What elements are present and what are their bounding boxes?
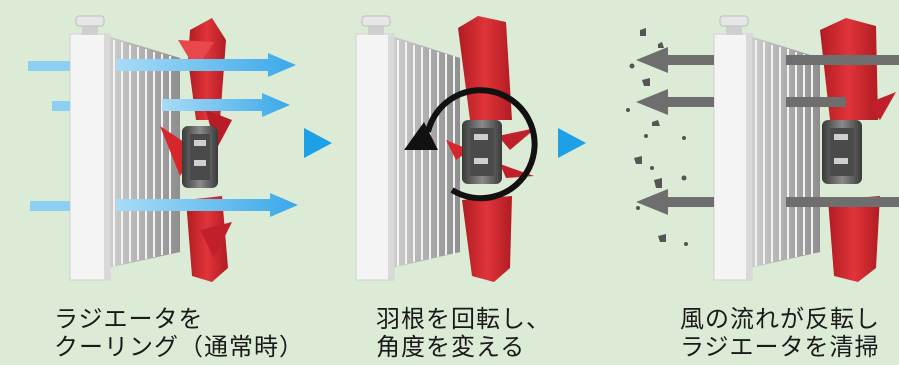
caption-line: ラジエータを清掃 (680, 333, 880, 361)
caption-line: 風の流れが反転し (680, 305, 880, 333)
dust-particles-icon (626, 28, 688, 246)
caption-line: ラジエータを (54, 305, 204, 333)
radiator-icon (713, 15, 820, 281)
rotation-arrow (404, 87, 538, 202)
caption-panel-1: ラジエータを クーリング（通常時） (54, 305, 304, 361)
caption-line: クーリング（通常時） (54, 333, 304, 361)
panel-1-normal-cooling (28, 15, 298, 282)
airflow-arrow (116, 53, 298, 217)
panel-2-rotate-blades (355, 15, 538, 282)
fan-icon (820, 18, 896, 282)
radiator-icon (69, 15, 180, 281)
caption-line: 角度を変える (376, 333, 526, 361)
caption-panel-3: 風の流れが反転し ラジエータを清掃 (680, 305, 880, 361)
caption-panel-2: 羽根を回転し、 角度を変える (376, 305, 551, 361)
airflow-arrow (28, 61, 70, 211)
caption-line: 羽根を回転し、 (376, 305, 551, 333)
panel-3-reversed-cleaning (626, 15, 899, 282)
radiator-icon (355, 15, 460, 281)
step-arrow-icon (304, 128, 332, 158)
fan-icon (160, 18, 232, 282)
step-arrow-icon (558, 128, 586, 158)
reverse-airflow-arrow (636, 47, 899, 215)
